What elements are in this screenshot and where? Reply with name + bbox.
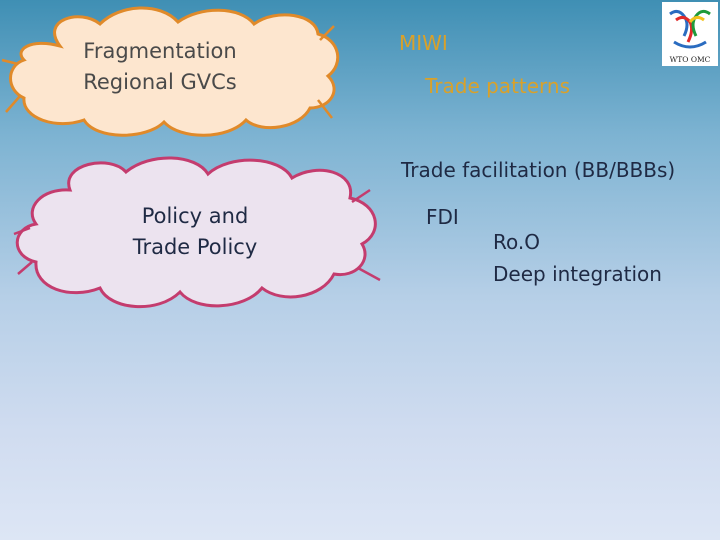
label-deep-integration: Deep integration [493,262,662,286]
label-fdi: FDI [426,205,459,229]
wto-logo-text: WTO OMC [670,55,711,64]
cloud-fragmentation-line-1: Fragmentation [83,39,237,63]
label-roo: Ro.O [493,230,540,254]
label-trade-patterns: Trade patterns [425,74,571,98]
cloud-policy-shape [15,156,377,309]
cloud-fragmentation-line-2: Regional GVCs [83,70,237,94]
cloud-policy [13,156,381,309]
cloud-fragmentation-tail [1,25,335,119]
wto-logo-icon: WTO OMC [669,9,711,64]
cloud-fragmentation [1,6,340,137]
cloud-policy-tail [13,188,381,282]
label-trade-facilitation: Trade facilitation (BB/BBBs) [401,158,676,182]
label-rules-group: Ro.O Deep integration [493,226,662,290]
cloud-policy-line-1: Policy and [141,204,249,228]
label-miwi: MIWI [399,31,448,55]
cloud-fragmentation-text: Fragmentation Regional GVCs [50,36,270,98]
cloud-fragmentation-shape [9,6,340,137]
cloud-policy-line-2: Trade Policy [132,235,258,259]
cloud-policy-text: Policy and Trade Policy [80,201,310,263]
wto-logo: WTO OMC [662,2,718,66]
